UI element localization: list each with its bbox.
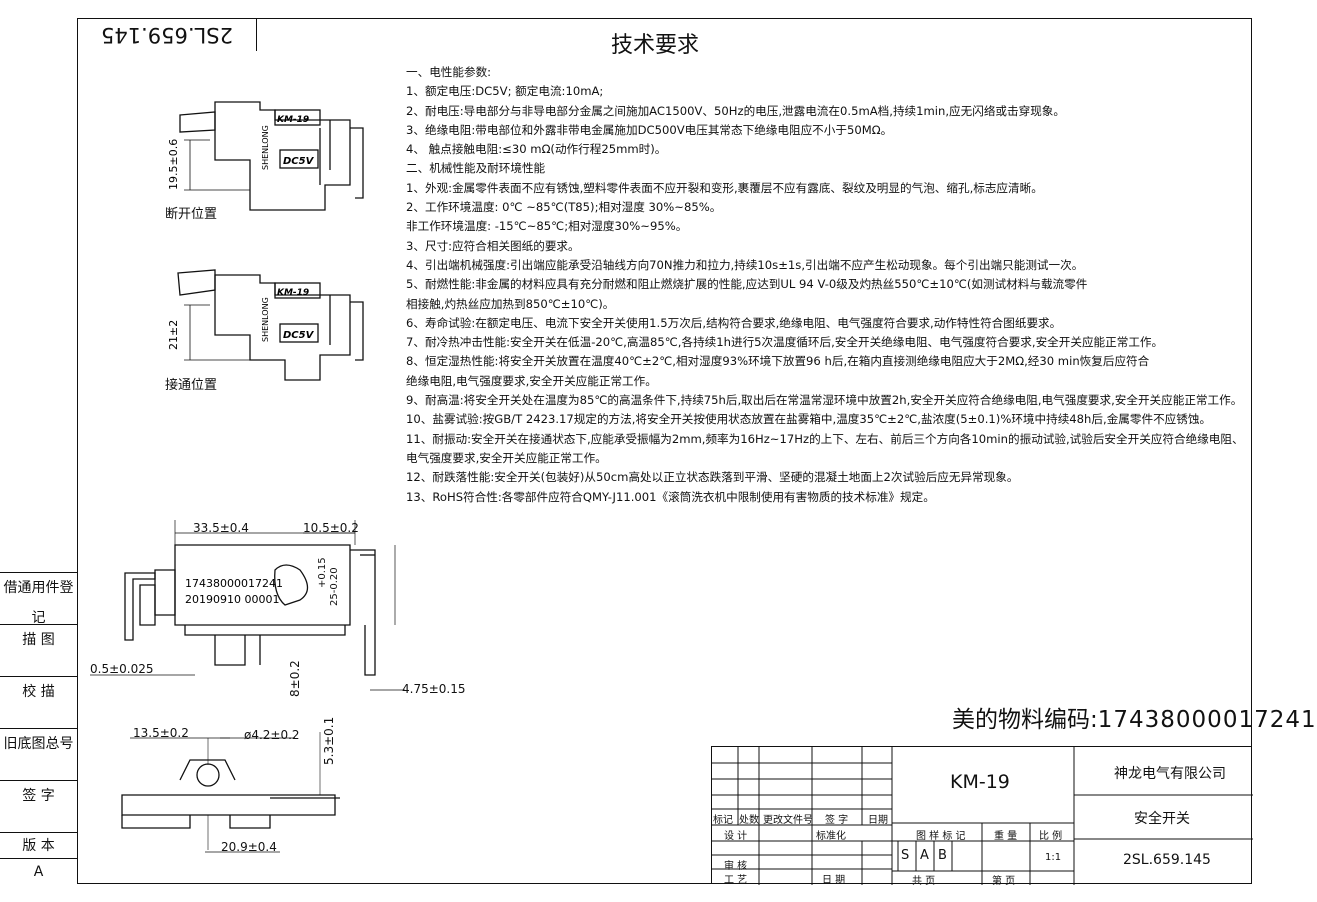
requirement-line: 2、耐电压:导电部分与非导电部分金属之间施加AC1500V、50Hz的电压,泄露… bbox=[406, 103, 1065, 118]
tb-model: KM-19 bbox=[950, 771, 1010, 793]
requirement-line: 非工作环境温度: -15℃~85℃;相对湿度30%~95%。 bbox=[406, 219, 688, 234]
label-line1: 17438000017241 bbox=[185, 577, 283, 590]
brand-mark-closed: SHENLONG bbox=[261, 297, 270, 342]
requirements-list: 一、电性能参数: 1、额定电压:DC5V; 额定电流:10mA; 2、耐电压:导电部… bbox=[406, 63, 1256, 507]
dim-width: 33.5±0.4 bbox=[193, 521, 249, 535]
sidebar-sign: 签 字 bbox=[0, 780, 77, 832]
requirement-line: 1、外观:金属零件表面不应有锈蚀,塑料零件表面不应开裂和变形,裹覆层不应有露底、… bbox=[406, 180, 1043, 195]
requirement-line: 5、耐燃性能:非金属的材料应具有充分耐燃和阻止燃烧扩展的性能,应达到UL 94 … bbox=[406, 277, 1088, 292]
part-mark-closed: KM-19 bbox=[277, 288, 309, 298]
sidebar-trace: 描 图 bbox=[0, 624, 77, 676]
tb-b: B bbox=[938, 848, 947, 863]
title-block-grid bbox=[712, 747, 1253, 885]
requirement-line: 4、引出端机械强度:引出端应能承受沿轴线方向70N推力和拉力,持续10s±1s,… bbox=[406, 257, 1084, 272]
open-dim: 19.5±0.6 bbox=[167, 139, 180, 190]
material-code-label: 美的物料编码: bbox=[952, 707, 1098, 733]
label-line2: 20190910 00001 bbox=[185, 593, 279, 606]
tb-scale: 比 例 bbox=[1039, 831, 1063, 842]
requirement-line: 10、盐雾试验:按GB/T 2423.17规定的方法,将安全开关按使用状态放置在… bbox=[406, 412, 1212, 427]
material-code: 美的物料编码:17438000017241 bbox=[952, 700, 1317, 734]
requirement-line: 一、电性能参数: bbox=[406, 65, 492, 79]
requirement-line: 绝缘电阻,电气强度要求,安全开关应能正常工作。 bbox=[406, 373, 657, 388]
part-mark-open: KM-19 bbox=[277, 115, 309, 125]
tb-h-mark: 标记 bbox=[713, 815, 733, 826]
closed-position-label: 接通位置 bbox=[165, 378, 218, 393]
km19-label-box-closed bbox=[274, 282, 321, 299]
dc5v-label-box-open bbox=[279, 149, 319, 169]
dim-pin: 8±0.2 bbox=[288, 660, 302, 697]
tb-scale-value: 1:1 bbox=[1045, 852, 1062, 863]
tb-h-change: 更改文件号 bbox=[763, 815, 813, 826]
frame-border bbox=[77, 18, 1252, 884]
dim-hole-y: 5.3±0.1 bbox=[322, 716, 336, 765]
dim-height: 25-0.20 bbox=[329, 567, 340, 606]
switch-side-views: KM-19 DC5V KM-19 DC5V SHENLONG SHENLONG … bbox=[167, 101, 364, 381]
requirement-line: 13、RoHS符合性:各零部件应符合QMY-J11.001《滚筒洗衣机中限制使用… bbox=[406, 489, 935, 504]
requirement-line: 3、尺寸:应符合相关图纸的要求。 bbox=[406, 238, 580, 253]
requirement-line: 2、工作环境温度: 0℃ ~85℃(T85);相对湿度 30%~85%。 bbox=[406, 200, 722, 215]
tb-standard: 标准化 bbox=[816, 831, 846, 842]
dc5v-label-box-closed bbox=[279, 323, 319, 343]
tb-weight: 重 量 bbox=[994, 831, 1018, 842]
tb-h-date: 日期 bbox=[868, 815, 888, 826]
title-block: 标记 处数 更改文件号 签 字 日期 设 计 标准化 审 核 工 艺 日 期 K… bbox=[711, 746, 1253, 887]
requirement-line: 11、耐振动:安全开关在接通状态下,应能承受振幅为2mm,频率为16Hz~17H… bbox=[406, 431, 1244, 446]
requirement-line: 相接触,灼热丝应加热到850℃±10℃)。 bbox=[406, 296, 615, 311]
tb-company: 神龙电气有限公司 bbox=[1114, 766, 1226, 782]
requirement-line: 4、 触点接触电阻:≤30 mΩ(动作行程25mm时)。 bbox=[406, 142, 667, 157]
sidebar-borrow: 借通用件登记 bbox=[0, 572, 77, 626]
dim-thickness: 0.5±0.025 bbox=[90, 662, 154, 676]
dim-hole-dia: ø4.2±0.2 bbox=[244, 728, 300, 742]
dim-height-upper: +0.15 bbox=[317, 557, 328, 588]
tb-a: A bbox=[920, 848, 929, 863]
requirement-line: 9、耐高温:将安全开关处在温度为85℃的高温条件下,持续75h后,取出后在常温常… bbox=[406, 393, 1243, 408]
requirement-line: 电气强度要求,安全开关应能正常工作。 bbox=[406, 450, 607, 465]
dim-side: 10.5±0.2 bbox=[303, 521, 359, 535]
km19-label-box-open bbox=[274, 109, 321, 126]
tb-name: 安全开关 bbox=[1134, 811, 1190, 827]
dim-hole-x: 13.5±0.2 bbox=[133, 726, 189, 740]
tb-h-count: 处数 bbox=[739, 815, 759, 826]
tb-h-sign: 签 字 bbox=[825, 815, 849, 826]
material-code-value: 17438000017241 bbox=[1097, 707, 1317, 733]
sidebar-version: 版 本 bbox=[0, 832, 77, 858]
mounting-hole bbox=[196, 763, 220, 787]
tb-total: 共 页 bbox=[912, 876, 936, 887]
drawing-code-text: 2SL.659.145 bbox=[101, 23, 233, 47]
brand-mark-open: SHENLONG bbox=[261, 125, 270, 170]
requirements-title: 技术要求 bbox=[611, 33, 700, 58]
closed-dim: 21±2 bbox=[167, 320, 180, 350]
dim-offset: 4.75±0.15 bbox=[402, 682, 466, 696]
sidebar-old-no: 旧底图总号 bbox=[0, 728, 77, 780]
requirement-line: 12、耐跌落性能:安全开关(包装好)从50cm高处以正立状态跌落到平滑、坚硬的混… bbox=[406, 470, 1019, 485]
tb-date: 日 期 bbox=[822, 875, 846, 886]
tb-process: 工 艺 bbox=[724, 875, 748, 886]
requirement-line: 8、恒定湿热性能:将安全开关放置在温度40℃±2℃,相对湿度93%环境下放置96… bbox=[406, 354, 1150, 369]
switch-top-view bbox=[121, 732, 340, 853]
tb-page: 第 页 bbox=[992, 876, 1016, 887]
tb-design: 设 计 bbox=[724, 831, 748, 842]
requirement-line: 3、绝缘电阻:带电部位和外露非带电金属施加DC500V电压其常态下绝缘电阻应不小… bbox=[406, 122, 893, 137]
sidebar-version-value: A bbox=[0, 858, 77, 884]
tb-code: 2SL.659.145 bbox=[1123, 852, 1211, 868]
open-position-label: 断开位置 bbox=[165, 207, 218, 222]
requirement-line: 二、机械性能及耐环境性能 bbox=[406, 161, 546, 176]
voltage-mark-open: DC5V bbox=[283, 156, 315, 167]
requirement-line: 7、耐冷热冲击性能:安全开关在低温-20℃,高温85℃,各持续1h进行5次温度循… bbox=[406, 335, 1164, 350]
left-sidebar: 借通用件登记 描 图 校 描 旧底图总号 签 字 版 本 A bbox=[0, 572, 77, 884]
switch-front-view: 17438000017241 20190910 00001 bbox=[90, 520, 405, 691]
requirement-line: 1、额定电压:DC5V; 额定电流:10mA; bbox=[406, 84, 604, 99]
voltage-mark-closed: DC5V bbox=[283, 330, 315, 341]
drawing-sheet: 2SL.659.145 技术要求 一、电性能参数: 1、额定电压:DC5V; 额定… bbox=[0, 18, 1316, 887]
tb-s: S bbox=[901, 848, 910, 863]
tb-sample: 图 样 标 记 bbox=[916, 831, 966, 842]
tb-review: 审 核 bbox=[724, 861, 748, 872]
sidebar-check: 校 描 bbox=[0, 676, 77, 728]
drawing-code-rotated: 2SL.659.145 bbox=[77, 18, 257, 51]
requirement-line: 6、寿命试验:在额定电压、电流下安全开关使用1.5万次后,结构符合要求,绝缘电阻… bbox=[406, 315, 1062, 330]
dim-base-length: 20.9±0.4 bbox=[221, 840, 277, 854]
